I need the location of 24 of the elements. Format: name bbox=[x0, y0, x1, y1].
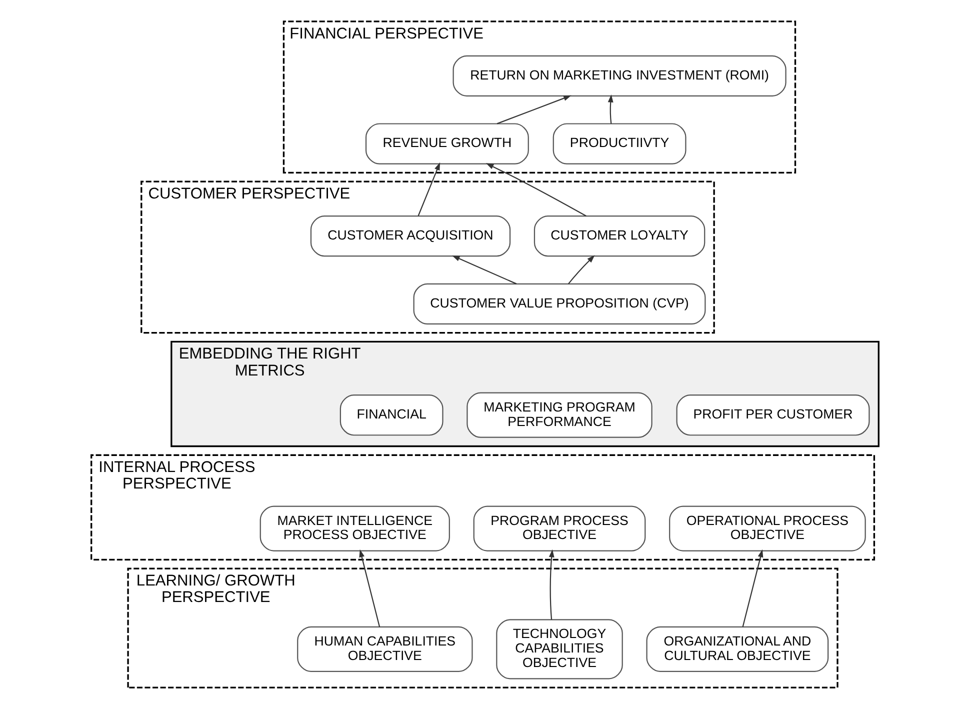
arrow bbox=[568, 255, 595, 284]
node-box: PRODUCTIIVTY bbox=[552, 123, 686, 164]
node-box: TECHNOLOGY CAPABILITIES OBJECTIVE bbox=[496, 619, 623, 680]
node-box: CUSTOMER LOYALTY bbox=[534, 216, 706, 257]
node-box: CUSTOMER ACQUISITION bbox=[310, 216, 511, 257]
arrow bbox=[418, 162, 440, 216]
arrow bbox=[548, 549, 554, 620]
node-box: REVENUE GROWTH bbox=[365, 123, 529, 164]
node-box: HUMAN CAPABILITIES OBJECTIVE bbox=[297, 626, 473, 672]
node-box: PROGRAM PROCESS OBJECTIVE bbox=[473, 506, 646, 552]
node-box: RETURN ON MARKETING INVESTMENT (ROMI) bbox=[452, 55, 786, 96]
node-box: MARKETING PROGRAM PERFORMANCE bbox=[466, 392, 652, 438]
arrow bbox=[452, 255, 517, 284]
arrow bbox=[496, 95, 572, 124]
node-box: OPERATIONAL PROCESS OBJECTIVE bbox=[669, 506, 866, 552]
arrow bbox=[486, 163, 586, 216]
node-box: PROFIT PER CUSTOMER bbox=[676, 394, 870, 436]
arrow bbox=[359, 549, 380, 628]
arrow bbox=[742, 549, 764, 628]
node-box: FINANCIAL bbox=[340, 394, 444, 436]
node-box: MARKET INTELLIGENCE PROCESS OBJECTIVE bbox=[260, 506, 450, 552]
node-box: CUSTOMER VALUE PROPOSITION (CVP) bbox=[413, 283, 706, 324]
arrow bbox=[608, 94, 614, 124]
node-box: ORGANIZATIONAL AND CULTURAL OBJECTIVE bbox=[646, 626, 829, 672]
